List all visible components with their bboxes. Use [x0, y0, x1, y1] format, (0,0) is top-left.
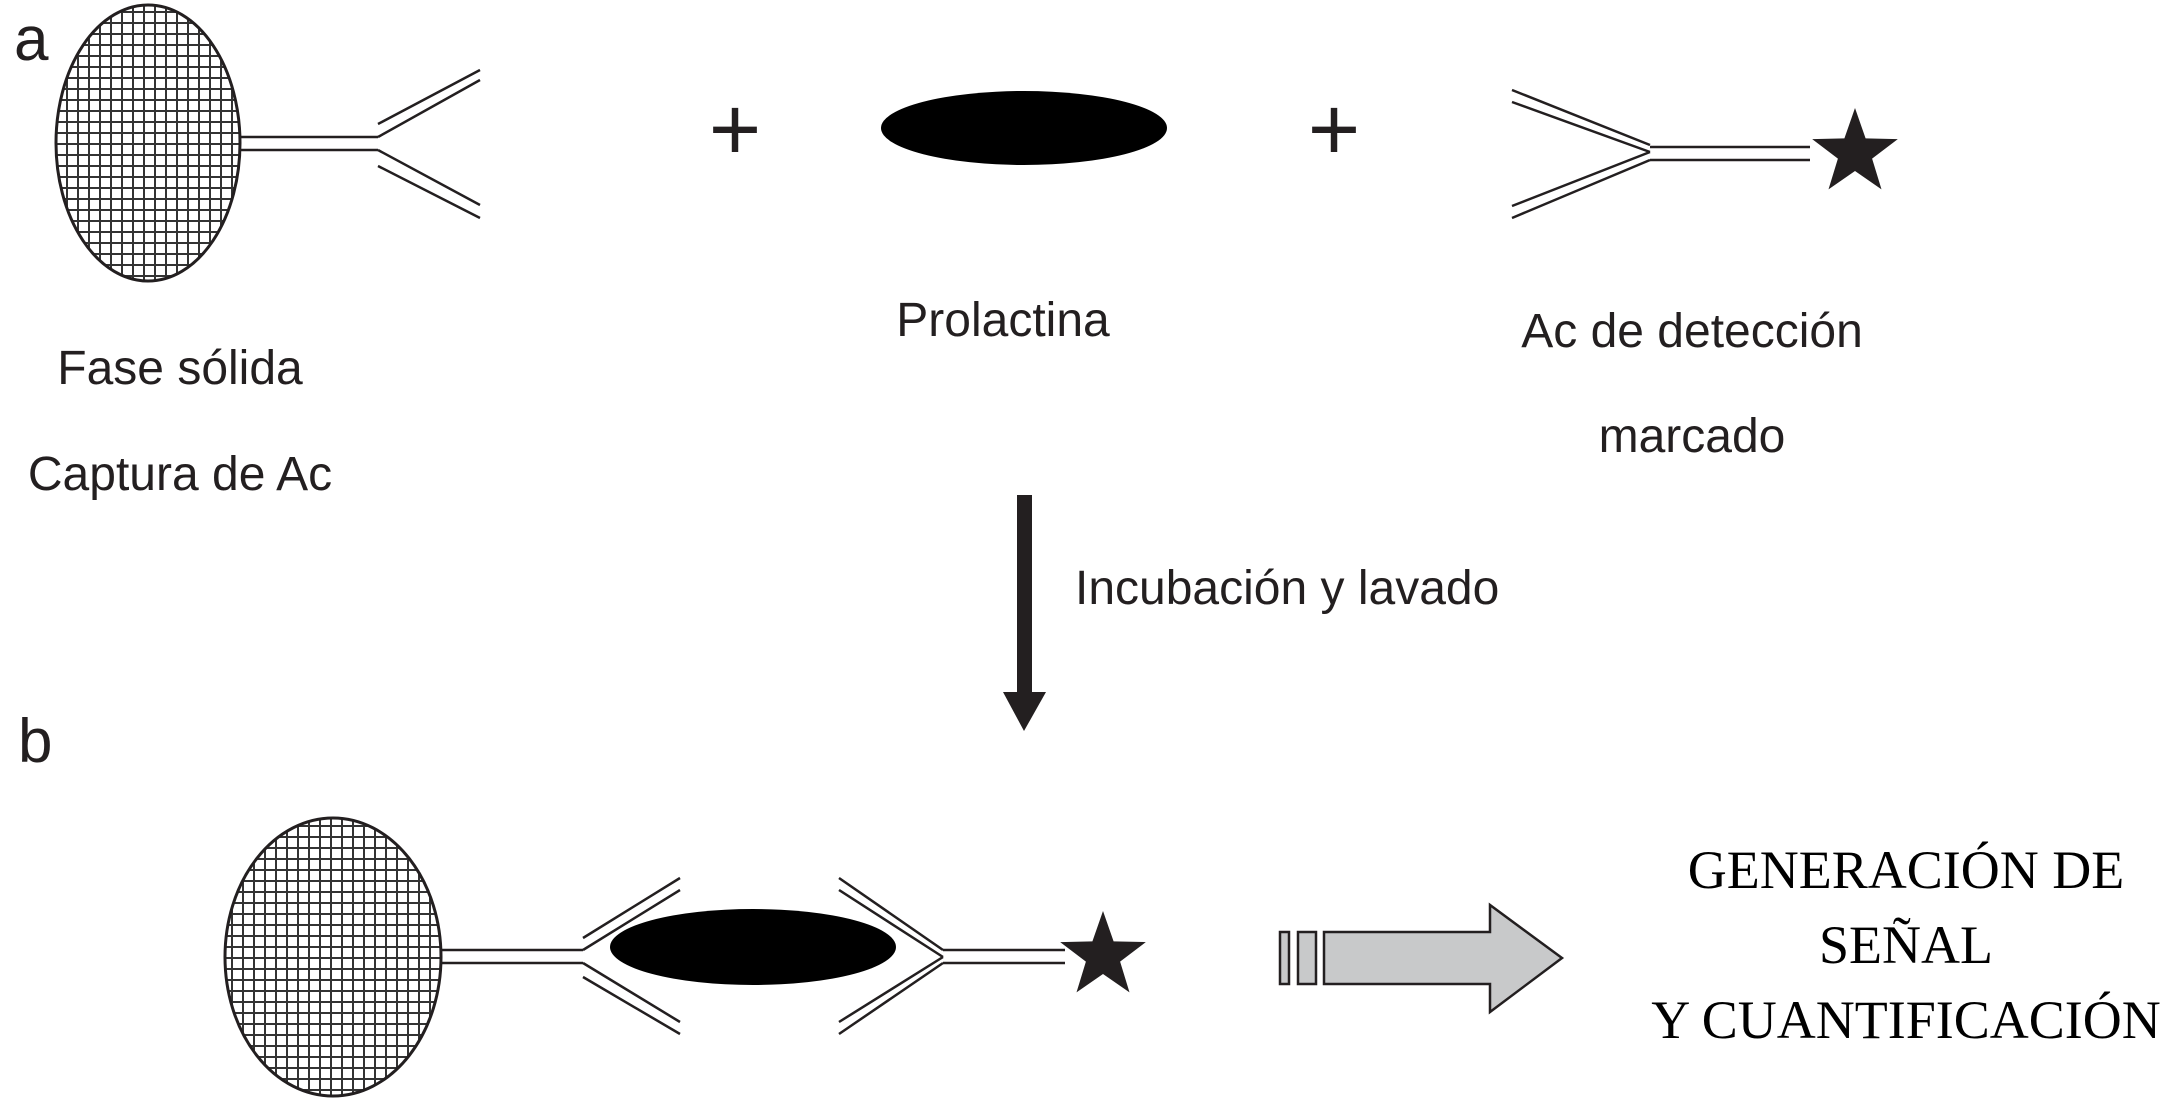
prolactin-molecule [610, 909, 896, 985]
label-star-icon [1812, 108, 1898, 190]
labeled-detection-antibody [1511, 88, 1898, 220]
signal-arrow-icon [1278, 902, 1565, 1015]
capture-antibody-solid-phase [54, 3, 481, 283]
result-line-1: GENERACIÓN DE [1688, 840, 2124, 900]
label-star-icon [1060, 911, 1146, 993]
result-line-3: Y CUANTIFICACIÓN [1651, 990, 2161, 1050]
solid-phase-bead [54, 3, 242, 283]
incubation-step-label: Incubación y lavado [1075, 562, 1499, 615]
panel-a-label: a [14, 5, 49, 74]
prolactin-molecule [881, 91, 1167, 165]
solid-phase-label: Fase sólida [57, 342, 303, 395]
panel-b-label: b [18, 707, 52, 776]
prolactin-label: Prolactina [896, 294, 1110, 347]
down-arrow-icon [1003, 495, 1046, 731]
sandwich-complex [223, 816, 1146, 1098]
solid-phase-bead [223, 816, 443, 1098]
plus-sign: + [1308, 80, 1361, 180]
detection-antibody-label: Ac de detección [1521, 305, 1863, 358]
labeled-label: marcado [1599, 410, 1786, 463]
result-line-2: SEÑAL [1819, 915, 1993, 975]
capture-antibody [240, 68, 481, 220]
capture-antibody-label: Captura de Ac [28, 448, 332, 501]
plus-sign: + [709, 80, 762, 180]
